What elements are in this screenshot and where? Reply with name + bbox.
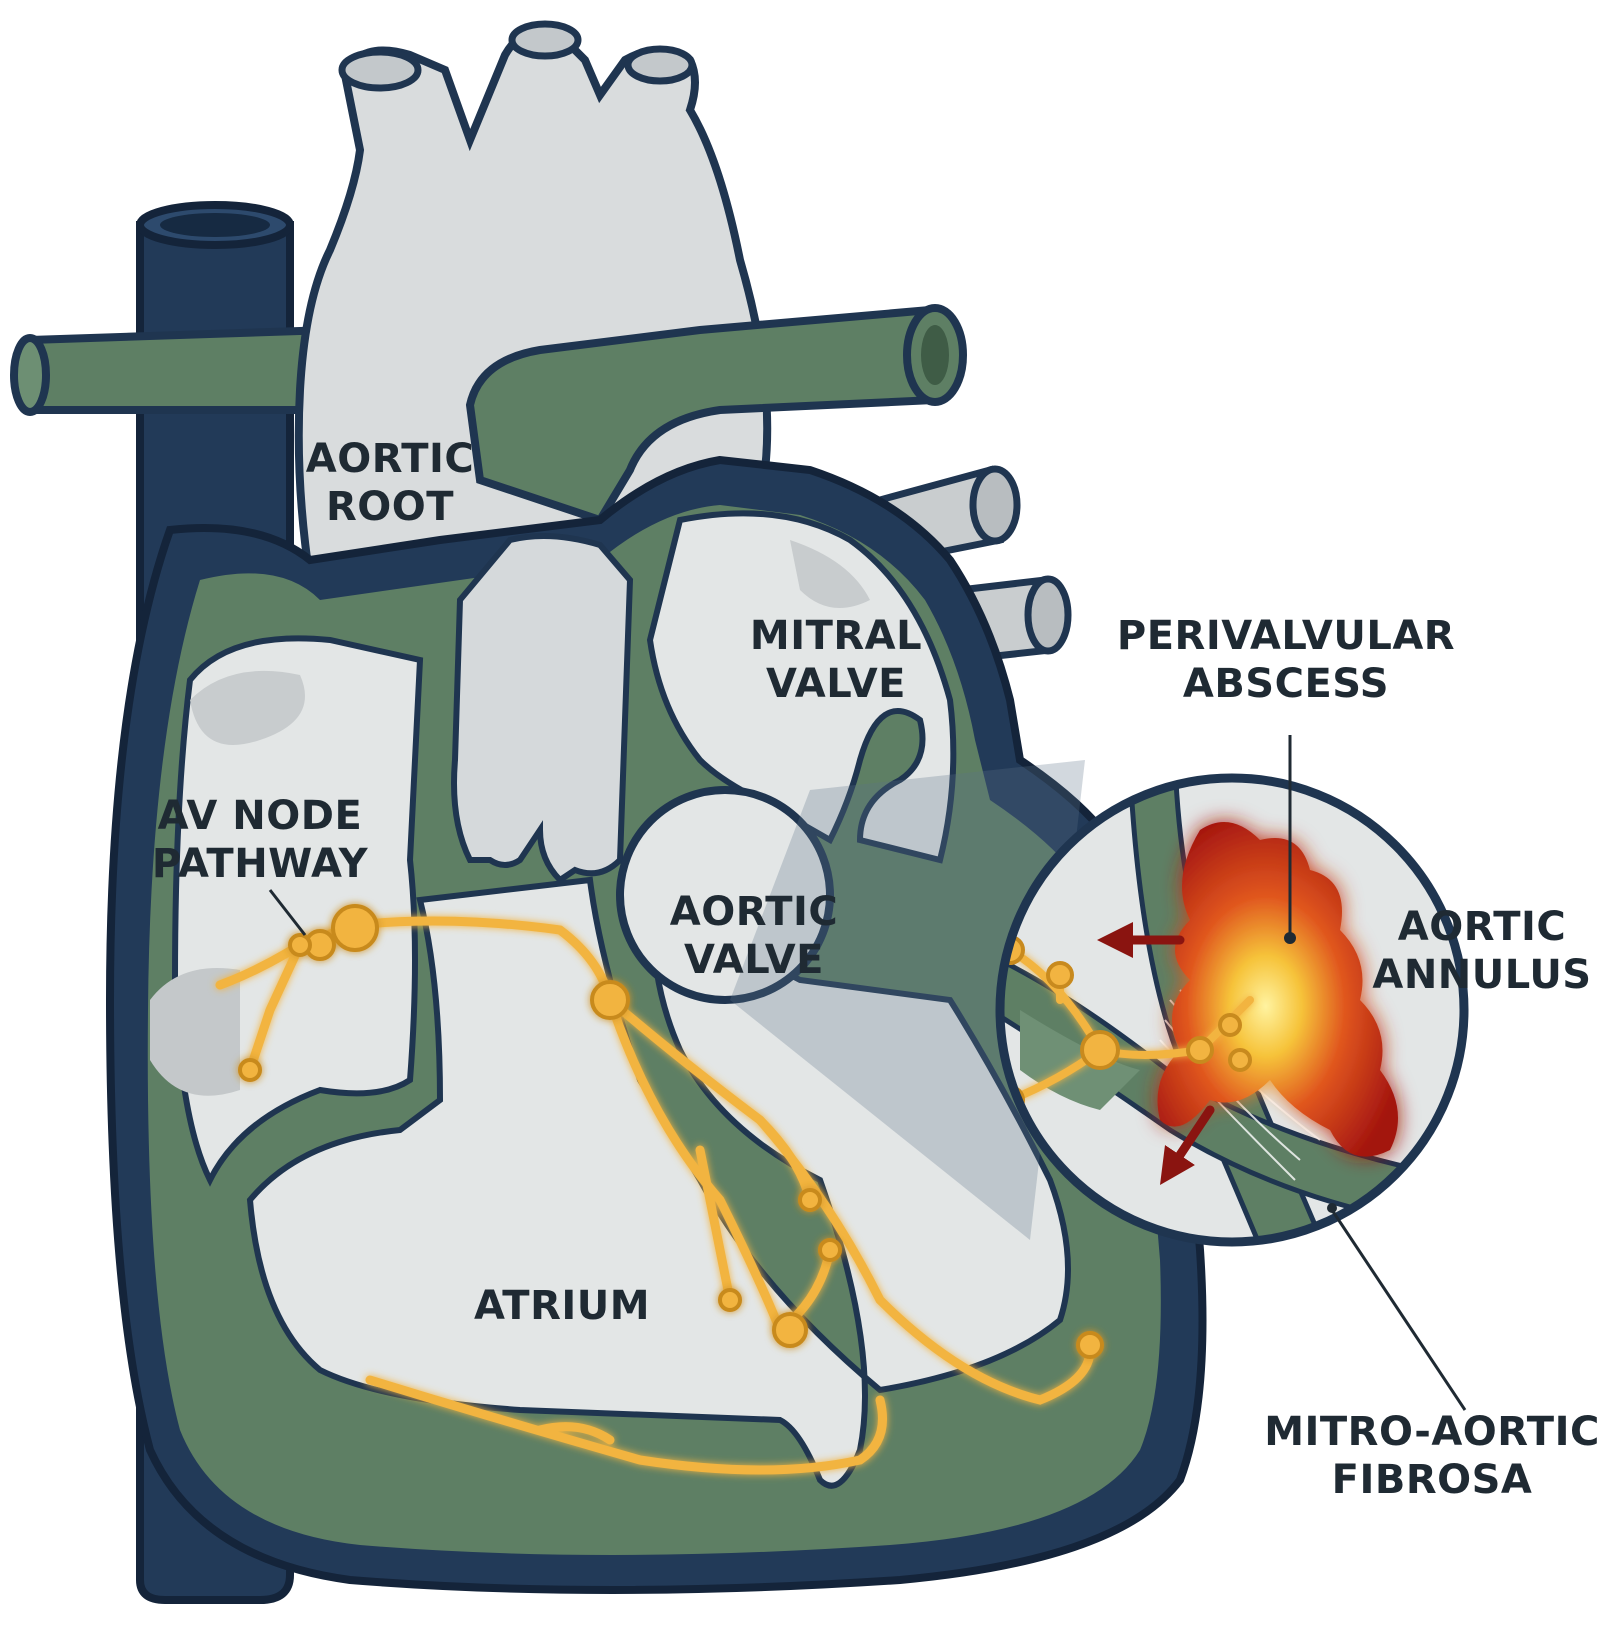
abscess-pointer-dot [1284, 932, 1296, 944]
label-atrium: ATRIUM [474, 1282, 650, 1330]
fibrosa-pointer-dot [1327, 1203, 1337, 1213]
left-pulmonary-branch [14, 330, 330, 412]
